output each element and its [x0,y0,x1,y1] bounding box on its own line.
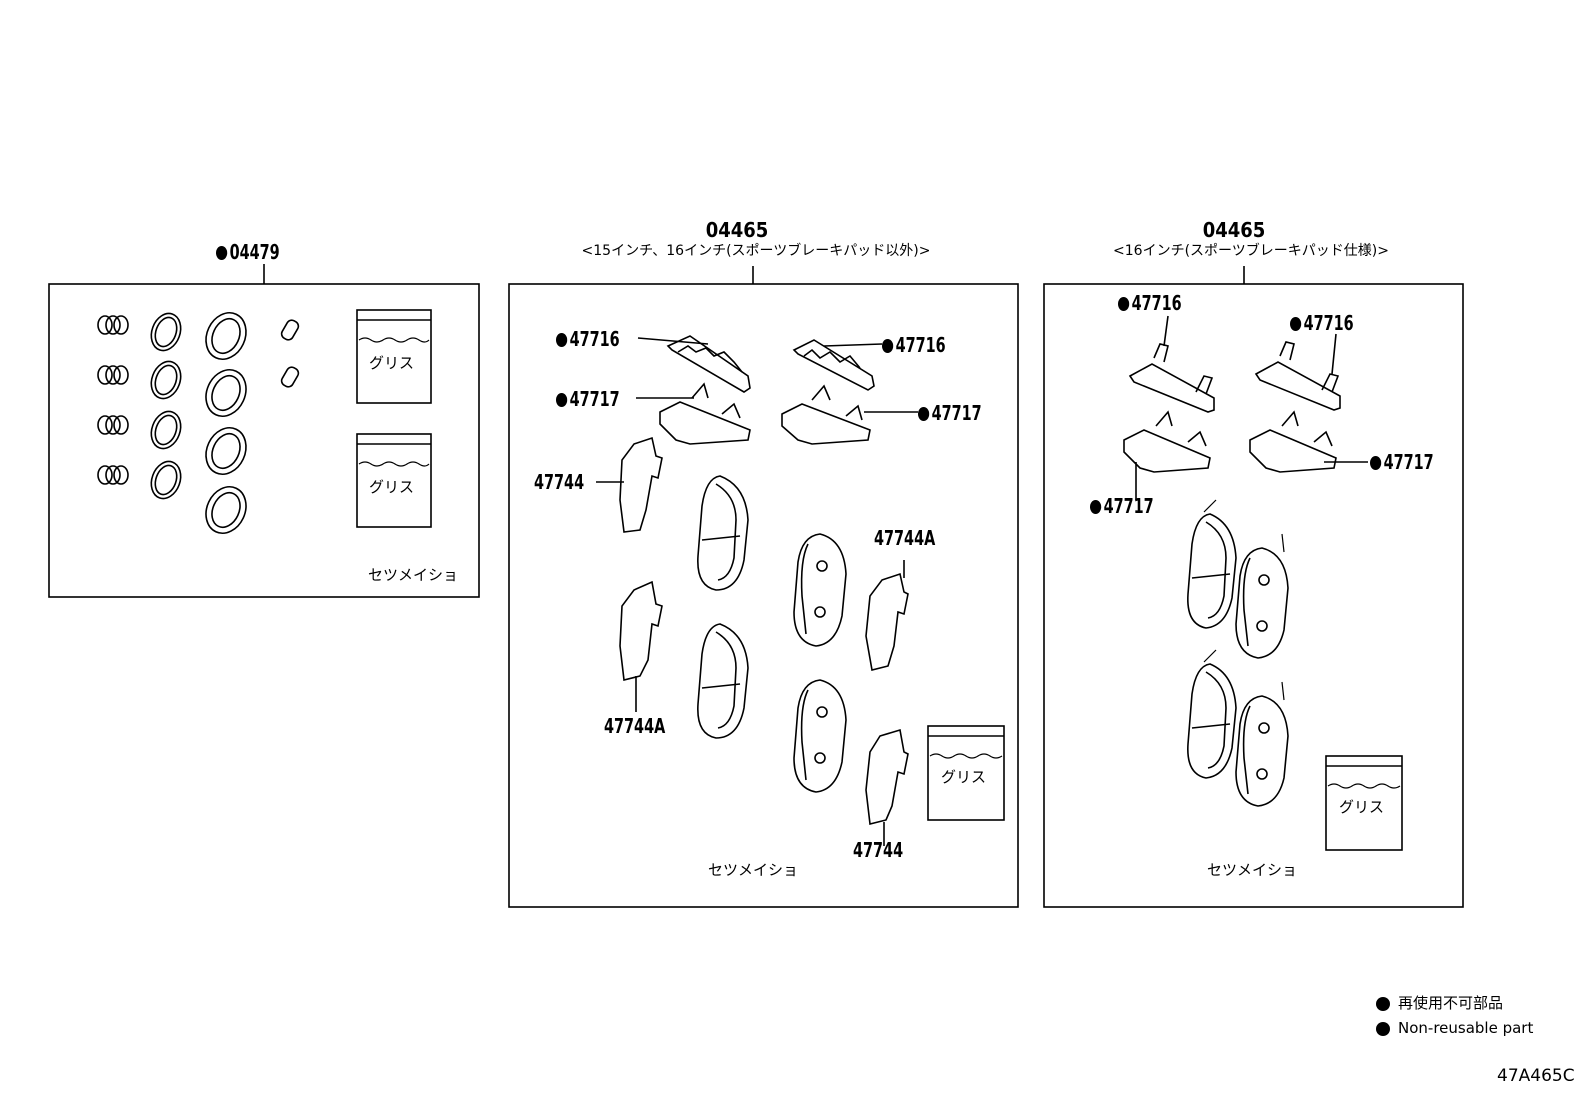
part-label-47716[interactable]: 47716 [882,335,946,355]
non-reusable-dot-icon [556,333,568,347]
non-reusable-dot-icon [1370,456,1382,470]
kit-left-box [48,283,480,598]
shim-part [637,335,751,393]
grease-label: グリス [941,768,987,786]
part-label-47744a[interactable]: 47744A [874,526,936,550]
brake-pad [1187,499,1237,629]
part-label-47744[interactable]: 47744 [534,470,585,494]
brake-pad [697,475,749,591]
brake-pad [1235,533,1289,659]
anti-squeal-shim [865,560,909,671]
kit-right-code[interactable]: 04465 [1202,218,1266,242]
part-label-47717[interactable]: 47717 [1370,452,1434,472]
legend-dot-icon [1376,997,1390,1011]
non-reusable-dot-icon [1118,297,1130,311]
pin-group [280,319,300,388]
anti-squeal-shim [619,580,663,712]
brake-pad [1235,681,1289,807]
clip-part [1123,410,1211,500]
kit-mid-note: <15インチ、16インチ(スポーツブレーキパッド以外)> [581,243,931,259]
kit-mid-box [508,283,1019,908]
clip-part [636,382,751,445]
grease-packet-icon [356,433,432,528]
brake-pad [1187,649,1237,779]
boot-ring-group [205,312,247,534]
legend-jp: 再使用不可部品 [1398,994,1504,1012]
part-label-47717[interactable]: 47717 [918,403,982,423]
part-label-47716[interactable]: 47716 [1290,313,1354,333]
part-label-47716[interactable]: 47716 [556,329,620,349]
kit-mid-code[interactable]: 04465 [705,218,769,242]
grease-packet-icon [1325,755,1403,851]
non-reusable-dot-icon [556,393,568,407]
manual-label: セツメイショ [708,861,799,879]
diagram-code: 47A465C [1497,1066,1575,1086]
clip-part [781,384,918,445]
anti-squeal-shim [596,436,663,533]
brake-pad [793,679,847,793]
brake-pad [793,533,847,647]
kit-right-box [1043,283,1464,908]
grease-label: グリス [369,354,415,372]
non-reusable-dot-icon [216,246,228,260]
kit-right-note: <16インチ(スポーツブレーキパッド仕様)> [1113,243,1389,259]
shim-part [1128,315,1215,413]
shim-part [792,339,883,391]
part-label-47717[interactable]: 47717 [1090,496,1154,516]
grease-packet-icon [927,725,1005,821]
part-label-47744[interactable]: 47744 [853,838,904,862]
clip-part [1249,410,1368,473]
grease-label: グリス [369,478,415,496]
kit-left-code[interactable]: 04479 [216,242,280,262]
part-label-47717[interactable]: 47717 [556,389,620,409]
non-reusable-dot-icon [1290,317,1302,331]
anti-squeal-shim [865,728,909,846]
seal-ring-group [150,312,182,500]
legend-dot-icon [1376,1022,1390,1036]
brake-pad [697,623,749,739]
non-reusable-dot-icon [918,407,930,421]
non-reusable-dot-icon [882,339,894,353]
shim-part [1254,333,1341,411]
part-label-47716[interactable]: 47716 [1118,293,1182,313]
manual-label: セツメイショ [1207,861,1298,879]
legend-en: Non-reusable part [1398,1019,1534,1037]
part-label-47744a[interactable]: 47744A [604,714,666,738]
non-reusable-dot-icon [1090,500,1102,514]
piston-boot-group [97,315,129,485]
manual-label: セツメイショ [368,566,459,584]
grease-label: グリス [1339,798,1385,816]
grease-packet-icon [356,309,432,404]
